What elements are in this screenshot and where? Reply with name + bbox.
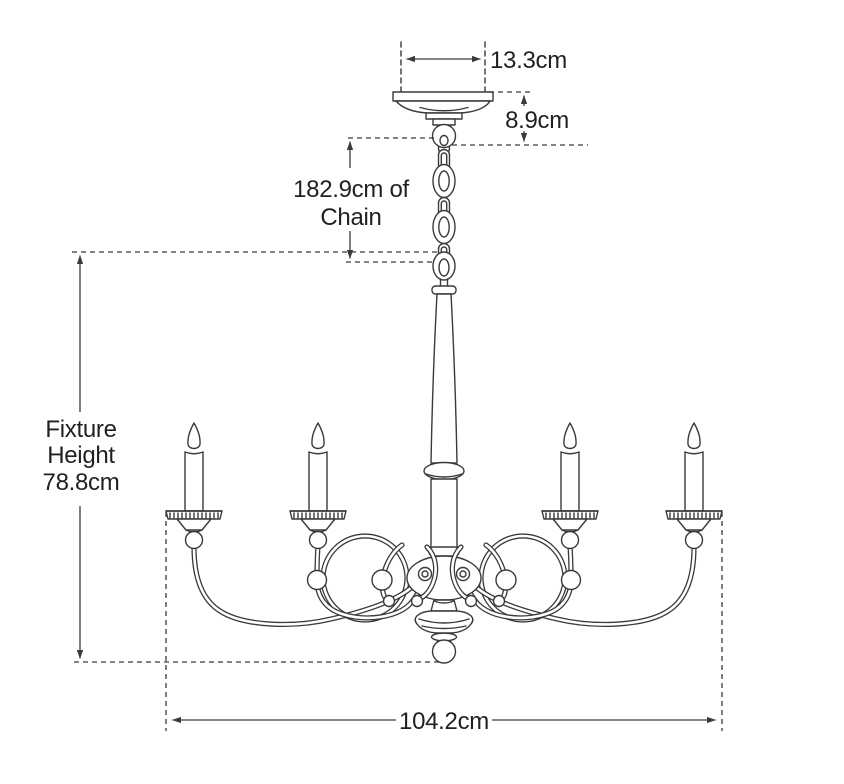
fixture-height-dimension [72,251,442,663]
arm-ball [560,569,582,591]
curl-ball [371,569,393,591]
center-column [406,285,482,601]
decorative-curls [371,542,517,608]
fixture-width-dimension [165,512,723,731]
canopy-width-label: 13.3cm [490,47,567,74]
chandelier-drawing [165,41,723,664]
candle [541,422,599,550]
arm-ball [306,569,328,591]
candle [289,422,347,550]
curl-ball [495,569,517,591]
dimension-annotations [72,55,723,731]
candles [165,422,723,550]
finial-ball [431,639,457,664]
canopy-height-dimension [452,91,588,146]
fixture-height-label-line1: Fixture [45,416,116,443]
chain-length-label-line2: Chain [320,204,381,231]
dimension-labels: 13.3cm 8.9cm 182.9cm of Chain Fixture He… [43,47,570,735]
candle [165,422,223,550]
candle [665,422,723,550]
curl-tip-ball [410,594,424,608]
bottom-finial [414,599,474,664]
curl-tip-ball [382,594,396,608]
chain-length-dimension [346,137,437,263]
fixture-width-label: 104.2cm [399,708,489,735]
center-hub-sphere [406,555,482,601]
fixture-height-label-line3: 78.8cm [43,469,120,496]
curl-tip-ball [464,594,478,608]
fixture-height-label-line2: Height [47,442,115,469]
chain-length-label-line1: 182.9cm of [293,176,409,203]
hanging-chain [432,148,456,288]
curl-tip-ball [492,594,506,608]
canopy-height-label: 8.9cm [505,107,569,134]
